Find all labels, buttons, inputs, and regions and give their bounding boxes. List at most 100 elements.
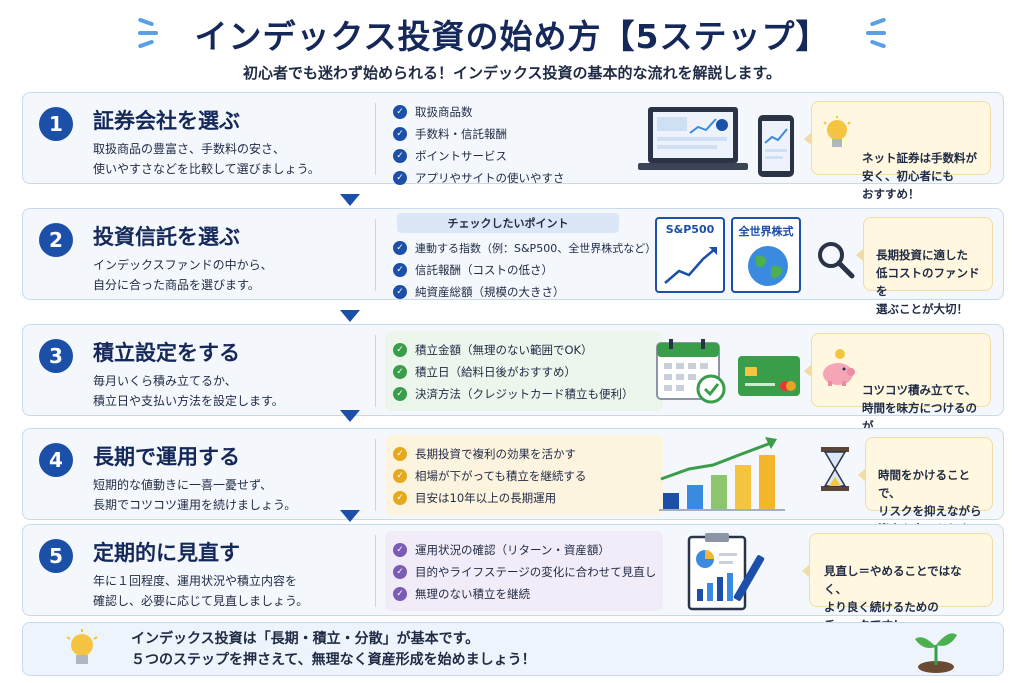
lightbulb-icon bbox=[823, 116, 851, 147]
step-number: 1 bbox=[39, 107, 73, 141]
badge-label: S&P500 bbox=[665, 223, 715, 236]
step-arrow-icon bbox=[340, 310, 360, 322]
checklist-background bbox=[385, 331, 663, 411]
hourglass-icon bbox=[821, 447, 849, 491]
check-icon: ✓ bbox=[393, 365, 407, 379]
check-icon: ✓ bbox=[393, 543, 407, 557]
step-title: 投資信託を選ぶ bbox=[93, 225, 240, 249]
checklist: ✓積立金額（無理のない範囲でOK） ✓積立日（給料日後がおすすめ） ✓決済方法（… bbox=[393, 339, 653, 405]
check-item: ✓信託報酬（コストの低さ） bbox=[393, 259, 683, 281]
world-stock-badge: 全世界株式 bbox=[731, 217, 801, 293]
magnifier-icon bbox=[818, 242, 855, 279]
title-area: インデックス投資の始め方【5ステップ】 bbox=[0, 8, 1024, 60]
check-icon: ✓ bbox=[393, 149, 407, 163]
step-4-card: 4 長期で運用する 短期的な値動きに一喜一憂せず、 長期でコツコツ運用を続けまし… bbox=[22, 428, 1004, 554]
check-item: ✓運用状況の確認（リターン・資産額） bbox=[393, 539, 673, 561]
tip-callout: 時間をかけることで、 リスクを抑えながら 資産を育てられます。 bbox=[858, 437, 993, 554]
page-subtitle: 初心者でも迷わず始められる！インデックス投資の基本的な流れを解説します。 bbox=[242, 64, 782, 82]
step-description: 年に１回程度、運用状況や積立内容を 確認し、必要に応じて見直しましょう。 bbox=[93, 574, 309, 608]
step-arrow-icon bbox=[340, 510, 360, 522]
lightbulb-icon bbox=[66, 629, 98, 664]
step-2-card: 2 投資信託を選ぶ インデックスファンドの中から、 自分に合った商品を選びます。… bbox=[22, 208, 1004, 316]
checklist: ✓長期投資で複利の効果を活かす ✓相場が下がっても積立を継続する ✓目安は10年… bbox=[393, 443, 653, 509]
check-icon: ✓ bbox=[393, 127, 407, 141]
step-title: 積立設定をする bbox=[93, 341, 240, 365]
pen-icon bbox=[733, 555, 765, 601]
step-title: 証券会社を選ぶ bbox=[93, 109, 240, 133]
check-item: ✓手数料・信託報酬 bbox=[393, 123, 653, 145]
check-icon: ✓ bbox=[393, 105, 407, 119]
check-item: ✓アプリやサイトの使いやすさ bbox=[393, 167, 653, 189]
checklist: ✓連動する指数（例：S&P500、全世界株式など） ✓信託報酬（コストの低さ） … bbox=[393, 237, 683, 303]
checklist: ✓運用状況の確認（リターン・資産額） ✓目的やライフステージの変化に合わせて見直… bbox=[393, 539, 673, 605]
step-number: 2 bbox=[39, 223, 73, 257]
check-icon: ✓ bbox=[393, 285, 407, 299]
divider bbox=[375, 103, 376, 175]
clipboard-report-icon bbox=[687, 533, 765, 611]
piggy-bank-icon bbox=[823, 349, 855, 386]
check-item: ✓目的やライフステージの変化に合わせて見直し bbox=[393, 561, 673, 583]
check-item: ✓ポイントサービス bbox=[393, 145, 653, 167]
summary-text: インデックス投資は「長期・積立・分散」が基本です。 ５つのステップを押さえて、無… bbox=[131, 631, 536, 668]
check-icon: ✓ bbox=[393, 469, 407, 483]
check-icon: ✓ bbox=[393, 565, 407, 579]
step-description: 短期的な値動きに一喜一憂せず、 長期でコツコツ運用を続けましょう。 bbox=[93, 478, 297, 512]
step-3-card: 3 積立設定をする 毎月いくら積み立てるか、 積立日や支払い方法を設定します。 … bbox=[22, 324, 1004, 451]
step-number: 5 bbox=[39, 539, 73, 573]
checklist-background bbox=[385, 435, 663, 515]
credit-card-icon bbox=[738, 356, 800, 396]
divider bbox=[375, 335, 376, 407]
check-item: ✓無理のない積立を継続 bbox=[393, 583, 673, 605]
badge-label: 全世界株式 bbox=[738, 225, 794, 238]
check-icon: ✓ bbox=[393, 241, 407, 255]
check-icon: ✓ bbox=[393, 491, 407, 505]
check-icon: ✓ bbox=[393, 263, 407, 277]
check-item: ✓取扱商品数 bbox=[393, 101, 653, 123]
step-1-card: 1 証券会社を選ぶ 取扱商品の豊富さ、手数料の安さ、 使いやすさなどを比較して選… bbox=[22, 92, 1004, 201]
check-item: ✓長期投資で複利の効果を活かす bbox=[393, 443, 653, 465]
title-decoration-right-icon bbox=[862, 17, 888, 49]
page-title: インデックス投資の始め方【5ステップ】 bbox=[194, 17, 830, 56]
sprout-icon bbox=[915, 633, 957, 673]
check-item: ✓相場が下がっても積立を継続する bbox=[393, 465, 653, 487]
check-item: ✓目安は10年以上の長期運用 bbox=[393, 487, 653, 509]
checklist-background bbox=[385, 531, 663, 611]
check-icon: ✓ bbox=[393, 447, 407, 461]
step-5-card: 5 定期的に見直す 年に１回程度、運用状況や積立内容を 確認し、必要に応じて見直… bbox=[22, 524, 1004, 632]
check-icon: ✓ bbox=[393, 343, 407, 357]
step-number: 4 bbox=[39, 443, 73, 477]
check-icon: ✓ bbox=[393, 587, 407, 601]
step-title: 長期で運用する bbox=[93, 445, 240, 469]
check-item: ✓純資産総額（規模の大きさ） bbox=[393, 281, 683, 303]
divider bbox=[375, 219, 376, 291]
check-item: ✓積立日（給料日後がおすすめ） bbox=[393, 361, 653, 383]
globe-icon bbox=[748, 246, 788, 286]
check-icon: ✓ bbox=[393, 171, 407, 185]
check-item: ✓積立金額（無理のない範囲でOK） bbox=[393, 339, 653, 361]
tip-callout: コツコツ積み立てて、 時間を味方につけるのが ポイント！ bbox=[804, 333, 991, 451]
step-description: インデックスファンドの中から、 自分に合った商品を選びます。 bbox=[93, 258, 273, 292]
tip-callout: 見直し＝やめることではなく、 より良く続けるための チェックです！ bbox=[802, 533, 993, 632]
check-icon: ✓ bbox=[393, 387, 407, 401]
step-arrow-icon bbox=[340, 194, 360, 206]
title-decoration-left-icon bbox=[137, 17, 164, 49]
check-item: ✓連動する指数（例：S&P500、全世界株式など） bbox=[393, 237, 683, 259]
step-title: 定期的に見直す bbox=[93, 541, 240, 565]
summary-footer: インデックス投資は「長期・積立・分散」が基本です。 ５つのステップを押さえて、無… bbox=[22, 622, 1004, 676]
step-number: 3 bbox=[39, 339, 73, 373]
sp500-badge: S&P500 bbox=[655, 217, 725, 293]
line-chart-icon bbox=[664, 247, 717, 284]
step-description: 毎月いくら積み立てるか、 積立日や支払い方法を設定します。 bbox=[93, 374, 284, 408]
calendar-icon bbox=[656, 339, 726, 404]
tip-callout: ネット証券は手数料が 安く、初心者にも おすすめ！ bbox=[804, 101, 991, 201]
smartphone-icon bbox=[758, 115, 794, 177]
laptop-icon bbox=[638, 107, 748, 170]
tip-callout: 長期投資に適した 低コストのファンドを 選ぶことが大切！ bbox=[856, 217, 993, 316]
check-item: ✓決済方法（クレジットカード積立も便利） bbox=[393, 383, 653, 405]
divider bbox=[375, 535, 376, 607]
growth-bar-chart-icon bbox=[659, 437, 785, 511]
checks-header: チェックしたいポイント bbox=[397, 213, 619, 233]
divider bbox=[375, 439, 376, 511]
step-description: 取扱商品の豊富さ、手数料の安さ、 使いやすさなどを比較して選びましょう。 bbox=[93, 142, 320, 176]
checklist: ✓取扱商品数 ✓手数料・信託報酬 ✓ポイントサービス ✓アプリやサイトの使いやす… bbox=[393, 101, 653, 189]
